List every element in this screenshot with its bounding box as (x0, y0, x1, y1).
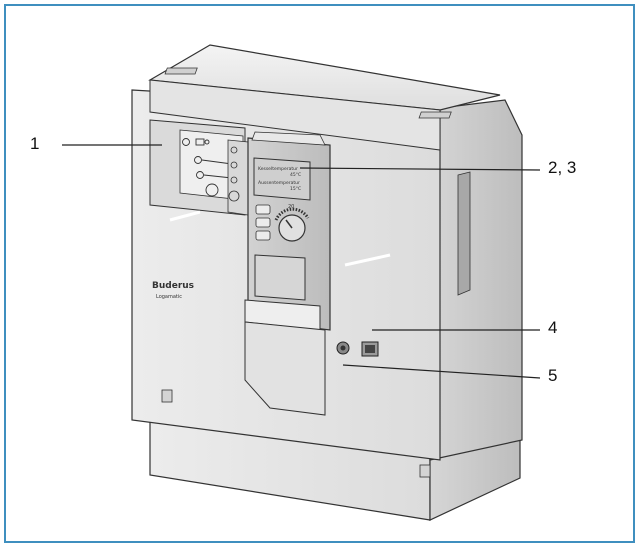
dial-scale-label: 20 (288, 204, 294, 210)
callout-lines (62, 144, 541, 379)
mode-button-auto[interactable] (255, 217, 271, 228)
callout-4: 4 (548, 318, 558, 337)
screw-left (161, 389, 173, 403)
callout-2-3: 2, 3 (548, 158, 577, 177)
lcd-display (253, 157, 311, 201)
front-cover (244, 253, 391, 416)
callout-1: 1 (30, 134, 40, 153)
service-socket (361, 341, 379, 357)
display-line-1: Kesseltemperatur (258, 166, 298, 172)
display-line-2: 45°C (290, 172, 301, 178)
brand-name: Buderus (152, 281, 194, 291)
left-control-panel (149, 119, 249, 222)
model-name: Logamatic (156, 294, 182, 300)
center-module: Kesseltemperatur 45°C Aussentemperatur 1… (244, 131, 331, 331)
display-line-3: Aussentemperatur (258, 180, 300, 186)
fuse-holder (336, 341, 350, 355)
mode-button-moon[interactable] (255, 230, 271, 241)
mode-button-sun[interactable] (255, 204, 271, 215)
display-line-4: 15°C (290, 186, 301, 192)
callout-line-5 (342, 364, 541, 379)
brand-label: Buderus Logamatic (152, 281, 194, 300)
callout-line-2-3 (299, 167, 541, 171)
screw-right (419, 464, 431, 478)
callout-5: 5 (548, 366, 558, 385)
